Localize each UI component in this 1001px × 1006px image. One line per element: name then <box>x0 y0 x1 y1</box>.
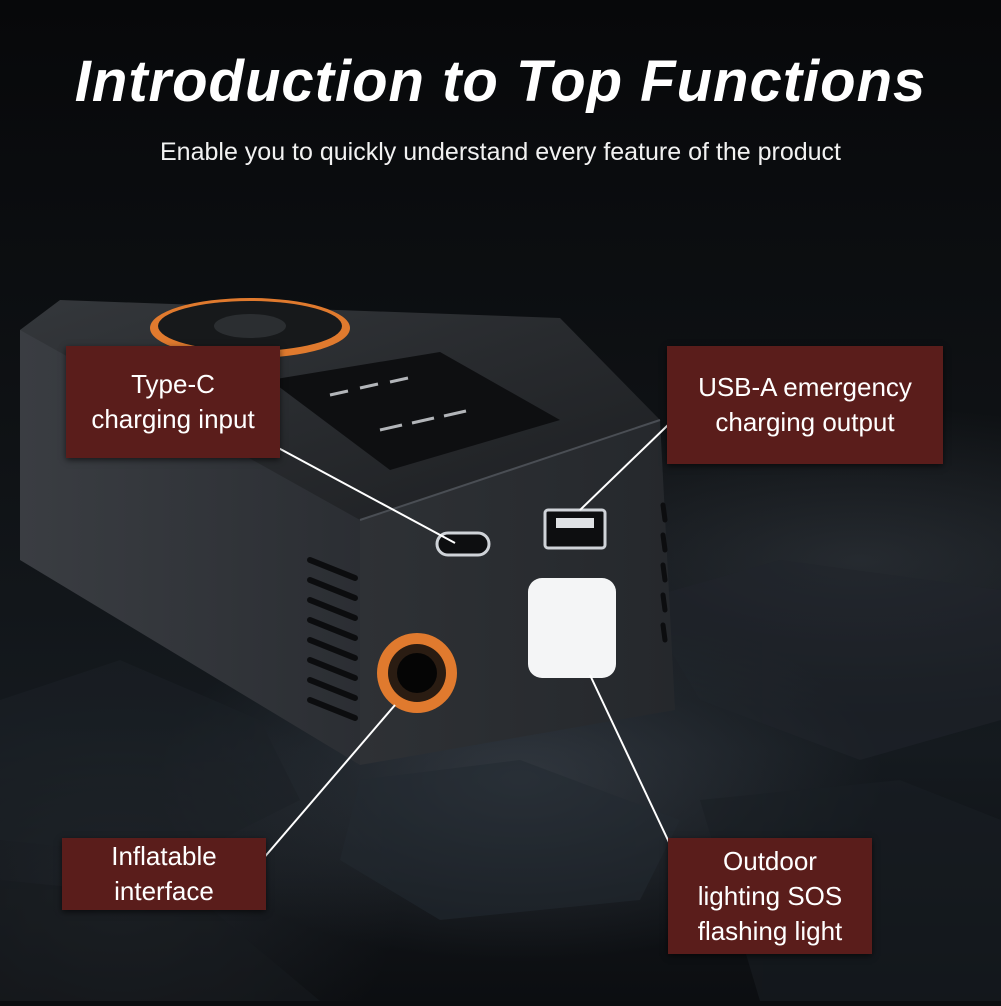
power-icon <box>214 314 286 338</box>
flashlight-icon <box>528 578 616 678</box>
page-subtitle: Enable you to quickly understand every f… <box>160 138 841 166</box>
callout-type-c: Type-C charging input <box>66 346 280 458</box>
callout-inflatable: Inflatable interface <box>62 838 266 910</box>
side-vents <box>307 557 358 721</box>
control-dial <box>150 298 350 358</box>
page-title: Introduction to Top Functions <box>74 49 927 114</box>
rock-texture <box>0 560 1001 1001</box>
display-digits <box>329 376 467 432</box>
callout-usb-a: USB-A emergency charging output <box>667 346 943 464</box>
air-nozzle-icon <box>377 633 457 713</box>
lcd-display <box>270 352 560 470</box>
callout-outdoor-light: Outdoor lighting SOS flashing light <box>668 838 872 954</box>
usb-c-port-icon <box>435 531 491 557</box>
